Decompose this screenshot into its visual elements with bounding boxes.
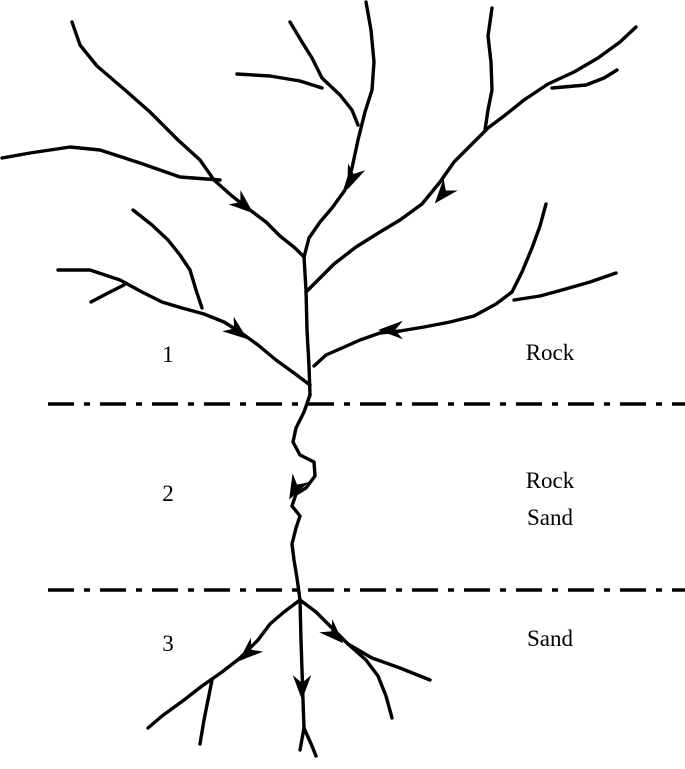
tributary-right-branch-a	[483, 6, 494, 132]
tributary-right-branch-b	[550, 68, 619, 90]
flow-arrow-mid-right	[378, 320, 403, 340]
flow-arrow-distributary-center	[292, 675, 312, 700]
zone-1-material: Rock	[525, 340, 575, 365]
tributary-mid-left-branch-b	[89, 283, 126, 304]
distributary-left	[146, 598, 302, 730]
zone-2-number: 2	[162, 481, 174, 506]
zone-1-number: 1	[162, 342, 174, 367]
flow-arrow-distributary-right	[319, 619, 344, 644]
zone-2-material-line-2: Sand	[527, 505, 573, 530]
tributary-middle-branch-b	[235, 72, 324, 90]
tributary-mid-right	[312, 202, 548, 368]
main-trunk-rock	[302, 255, 312, 397]
meandering-channel	[290, 393, 317, 602]
flow-arrow-mid-left	[222, 316, 248, 340]
distributary-right	[298, 598, 394, 720]
tributary-upper-right	[304, 25, 638, 294]
tributary-mid-left	[56, 268, 312, 387]
zone-3-number: 3	[162, 631, 174, 656]
flow-arrow-upper-right	[434, 178, 458, 204]
zone-2-material-line-1: Rock	[525, 468, 575, 493]
tributary-middle-branch-a	[288, 20, 360, 127]
zone-3-material: Sand	[527, 626, 573, 651]
distributary-center-tail	[302, 726, 318, 758]
tributary-mid-left-branch-a	[131, 208, 204, 310]
flow-arrow-upper-middle	[347, 163, 366, 190]
tributary-far-left	[0, 145, 222, 182]
tributary-mid-right-branch	[512, 271, 618, 302]
tributary-upper-left	[70, 20, 306, 259]
flow-arrow-meander	[289, 473, 309, 500]
flow-arrow-upper-left	[228, 190, 254, 214]
flow-arrow-distributary-left	[238, 637, 264, 662]
distributary-left-branch	[198, 678, 214, 746]
tributary-upper-middle	[302, 0, 376, 259]
distributary-right-branch	[346, 642, 432, 682]
